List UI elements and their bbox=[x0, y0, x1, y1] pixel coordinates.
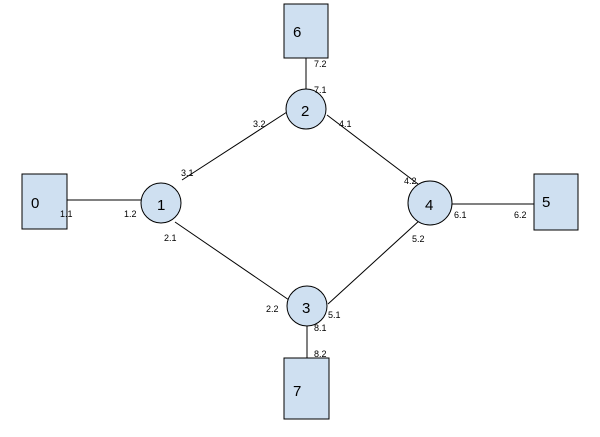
node-5-box bbox=[533, 173, 579, 231]
node-4-label: 4 bbox=[425, 197, 433, 214]
port-label-6-1: 6.1 bbox=[454, 210, 467, 220]
node-2[interactable]: 2 bbox=[285, 88, 327, 130]
node-3-label: 3 bbox=[302, 300, 310, 317]
links bbox=[67, 58, 534, 358]
port-label-4-1: 4.1 bbox=[339, 119, 352, 129]
node-2-label: 2 bbox=[301, 103, 309, 120]
port-label-5-2: 5.2 bbox=[412, 234, 425, 244]
node-3[interactable]: 3 bbox=[286, 285, 328, 327]
link-3-4 bbox=[327, 219, 421, 305]
node-0[interactable]: 0 bbox=[21, 173, 68, 230]
node-1-circle bbox=[140, 182, 182, 224]
link-1-3 bbox=[174, 221, 290, 301]
port-label-7-2: 7.2 bbox=[314, 59, 327, 69]
link-2-4 bbox=[326, 114, 419, 185]
link-1-2 bbox=[181, 111, 288, 181]
node-5-label: 5 bbox=[542, 194, 550, 211]
port-label-5-1: 5.1 bbox=[328, 310, 341, 320]
port-label-2-1: 2.1 bbox=[164, 233, 177, 243]
node-0-label: 0 bbox=[31, 195, 39, 212]
node-4[interactable]: 4 bbox=[407, 180, 453, 226]
node-7[interactable]: 7 bbox=[283, 357, 330, 420]
node-1-label: 1 bbox=[157, 197, 165, 214]
node-0-box bbox=[21, 173, 68, 230]
port-label-8-2: 8.2 bbox=[314, 349, 327, 359]
port-labels: 1.1 1.2 3.1 3.2 2.1 2.2 4.1 4.2 5.1 5.2 … bbox=[60, 59, 527, 359]
node-6[interactable]: 6 bbox=[283, 3, 329, 59]
port-label-1-1: 1.1 bbox=[60, 209, 73, 219]
node-2-circle bbox=[285, 88, 327, 130]
port-label-8-1: 8.1 bbox=[314, 323, 327, 333]
node-7-label: 7 bbox=[293, 383, 301, 400]
node-3-circle bbox=[286, 285, 328, 327]
port-label-6-2: 6.2 bbox=[514, 210, 527, 220]
port-label-3-2: 3.2 bbox=[253, 119, 266, 129]
node-6-box bbox=[283, 3, 329, 59]
port-label-4-2: 4.2 bbox=[404, 176, 417, 186]
node-5[interactable]: 5 bbox=[533, 173, 579, 231]
node-1[interactable]: 1 bbox=[140, 182, 182, 224]
port-label-1-2: 1.2 bbox=[124, 209, 137, 219]
node-4-circle bbox=[407, 180, 453, 226]
port-label-2-2: 2.2 bbox=[266, 304, 279, 314]
node-6-label: 6 bbox=[293, 24, 301, 41]
port-label-3-1: 3.1 bbox=[181, 168, 194, 178]
node-7-box bbox=[283, 357, 330, 420]
port-label-7-1: 7.1 bbox=[314, 85, 327, 95]
